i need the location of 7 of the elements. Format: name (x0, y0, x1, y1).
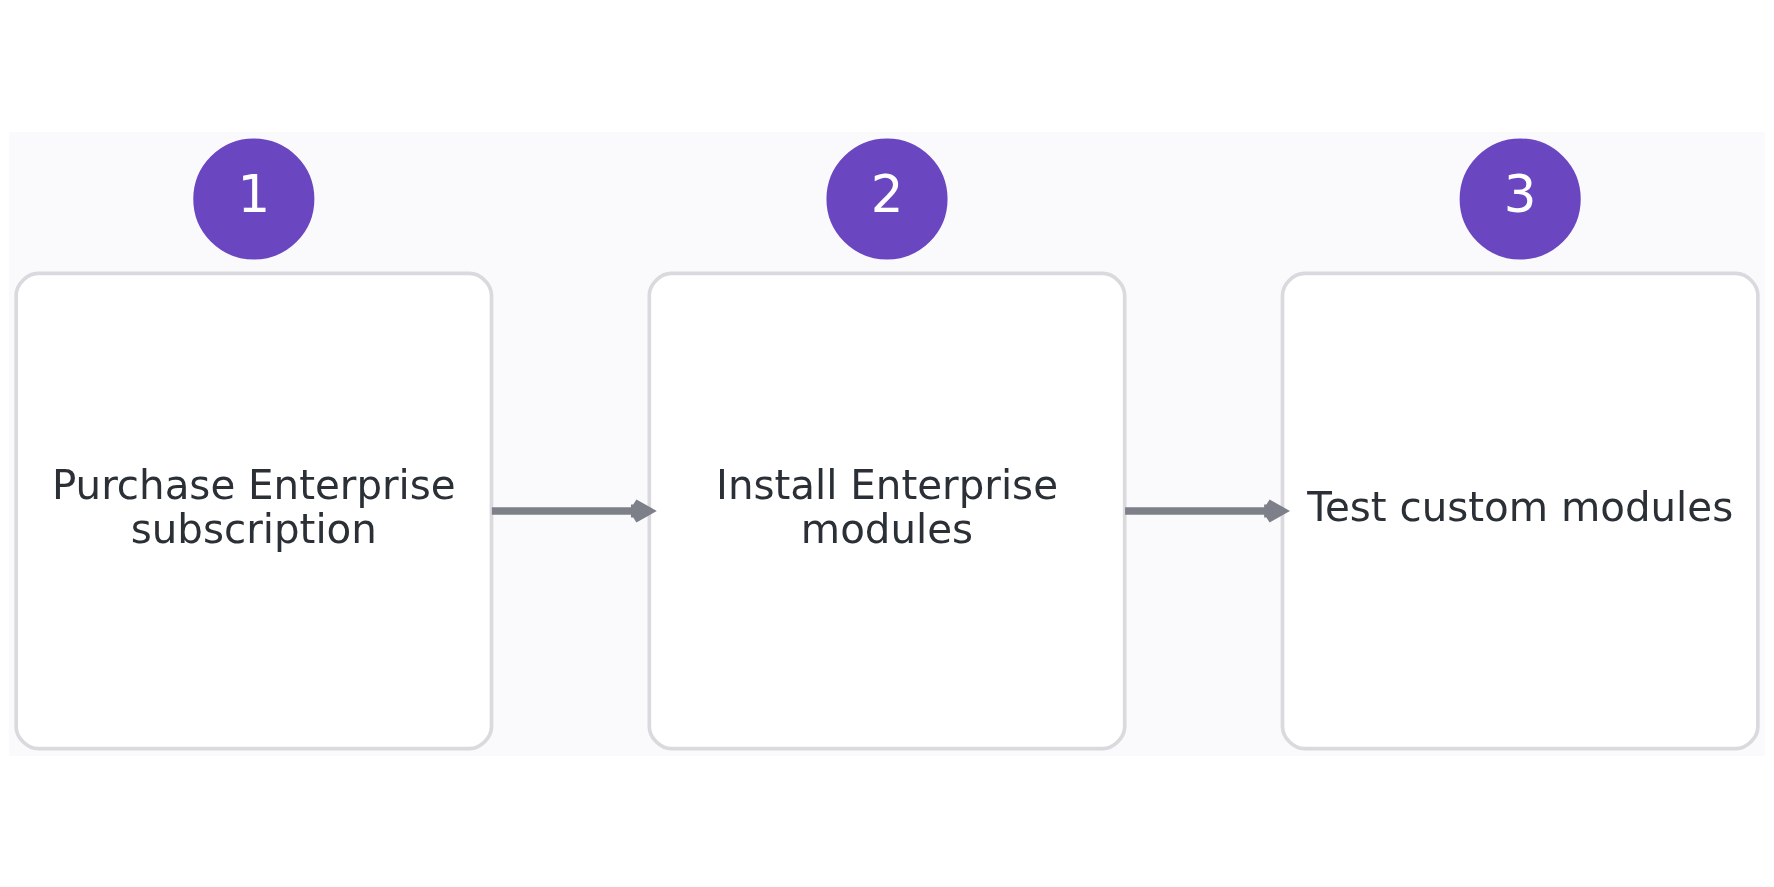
node-circle: 3 (1459, 137, 1581, 260)
node-circle: 2 (826, 137, 948, 260)
node-box: Install Enterprise modules (647, 271, 1127, 750)
node-box: Test custom modules (1280, 271, 1760, 750)
node-circle: 1 (193, 137, 315, 260)
arrow (1125, 498, 1287, 523)
node-box: Purchase Enterprise subscription (14, 271, 494, 750)
